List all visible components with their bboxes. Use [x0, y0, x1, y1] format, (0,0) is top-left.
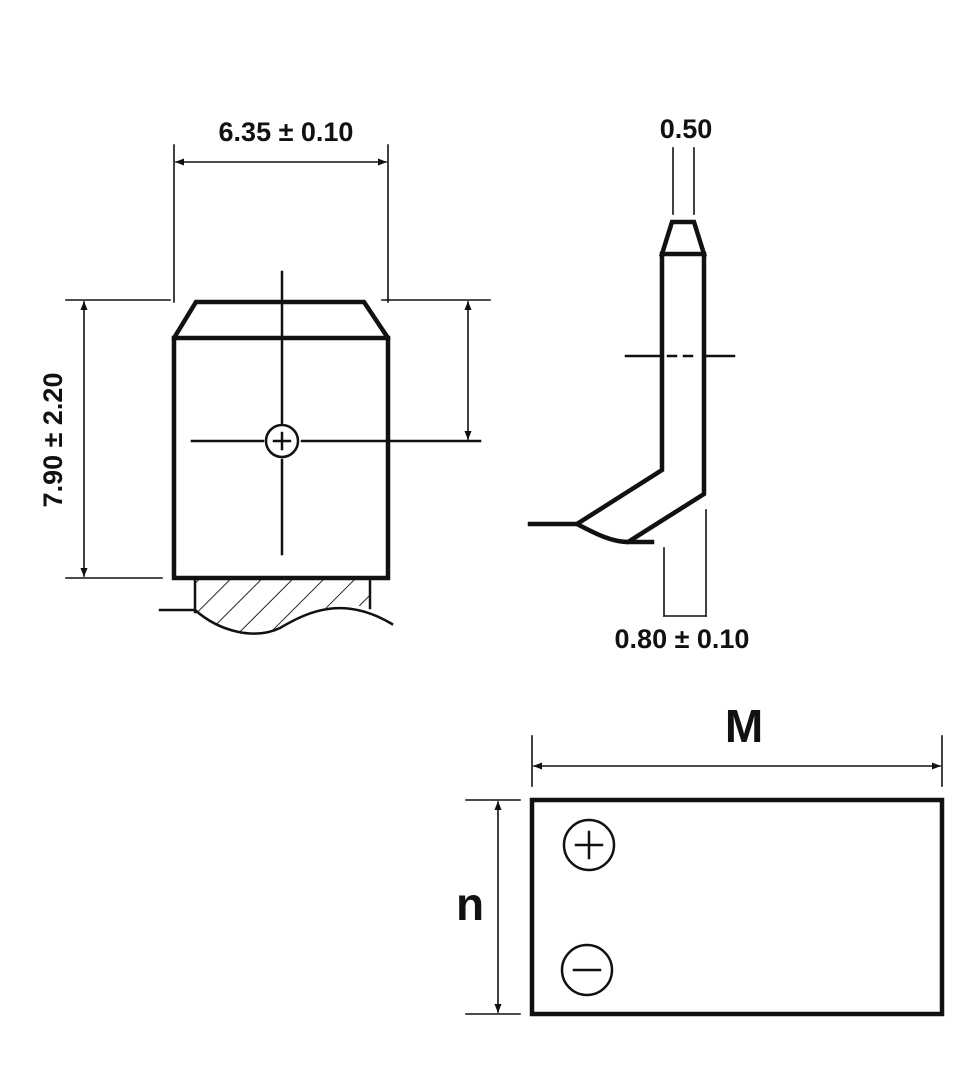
- thickness-dimension: 0.80 ± 0.10: [615, 509, 750, 654]
- width-dimension: 6.35 ± 0.10: [173, 117, 389, 303]
- width-dimension-battery: n: [456, 799, 521, 1015]
- terminal-base-hatched: [158, 578, 394, 635]
- thickness-dim-label: 0.80 ± 0.10: [615, 624, 750, 654]
- width-dim-label: 6.35 ± 0.10: [219, 117, 354, 147]
- terminal-hole: [264, 423, 300, 459]
- hole-position-dimension: [381, 299, 491, 440]
- terminal-side-view: 0.50 0.80 ± 0.10: [527, 114, 750, 654]
- terminal-blade-side: [572, 251, 707, 545]
- width-label: n: [456, 878, 484, 930]
- tip-dimension: 0.50: [660, 114, 713, 215]
- terminal-front-view: 6.35 ± 0.10 7.90 ± 2.20: [38, 117, 491, 635]
- height-dimension: 7.90 ± 2.20: [38, 299, 171, 579]
- positive-terminal-icon: [562, 818, 616, 872]
- height-dim-label: 7.90 ± 2.20: [38, 373, 68, 508]
- length-dimension: M: [531, 700, 943, 787]
- tip-dim-label: 0.50: [660, 114, 713, 144]
- length-label: M: [725, 700, 763, 752]
- negative-terminal-icon: [560, 943, 614, 997]
- battery-top-view: M n: [456, 700, 945, 1017]
- battery-outline: [529, 797, 945, 1017]
- center-crosshair: [190, 270, 482, 556]
- terminal-tip: [658, 219, 708, 257]
